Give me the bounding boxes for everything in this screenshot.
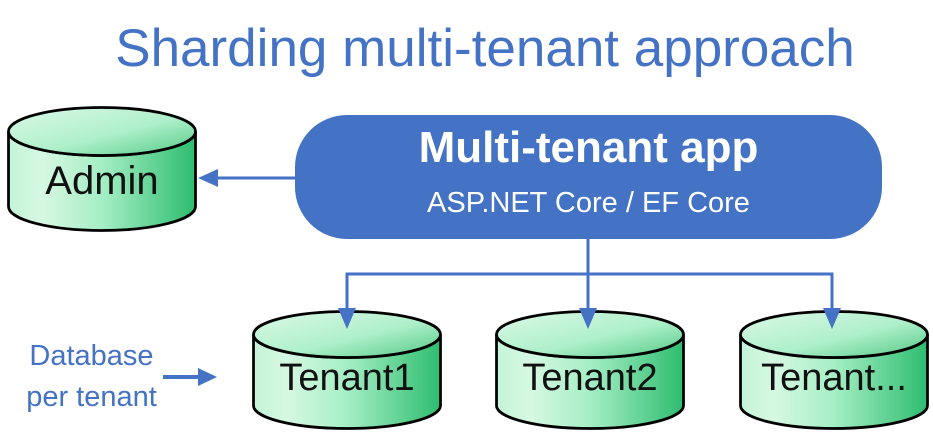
tenantN-db-label: Tenant...: [761, 357, 907, 399]
database-per-tenant-label: Database per tenant: [26, 340, 157, 413]
tenantN-db-top: [739, 310, 929, 359]
connector-app-to-admin: [198, 169, 296, 187]
admin-db-top: [7, 106, 197, 157]
app-box-title: Multi-tenant app: [418, 123, 759, 172]
admin-db-label: Admin: [45, 159, 159, 203]
multi-tenant-app-box: [295, 115, 882, 239]
tenant2-db-label: Tenant2: [522, 357, 658, 399]
tenant1-db-top: [252, 310, 442, 359]
tenant1-db-label: Tenant1: [279, 357, 415, 399]
arrowhead-to-admin-icon: [198, 169, 218, 187]
diagram-title: Sharding multi-tenant approach: [115, 19, 855, 78]
arrowhead-to-tenantN-icon: [823, 308, 841, 329]
connector-app-to-tenants: [338, 239, 841, 329]
app-box-subtitle: ASP.NET Core / EF Core: [427, 187, 750, 219]
arrowhead-to-tenant1-icon: [338, 308, 356, 329]
tenant2-db-top: [495, 310, 685, 359]
annotation-arrowhead-icon: [198, 368, 217, 386]
annotation-arrow: [163, 368, 217, 386]
arrowhead-to-tenant2-icon: [579, 308, 597, 329]
